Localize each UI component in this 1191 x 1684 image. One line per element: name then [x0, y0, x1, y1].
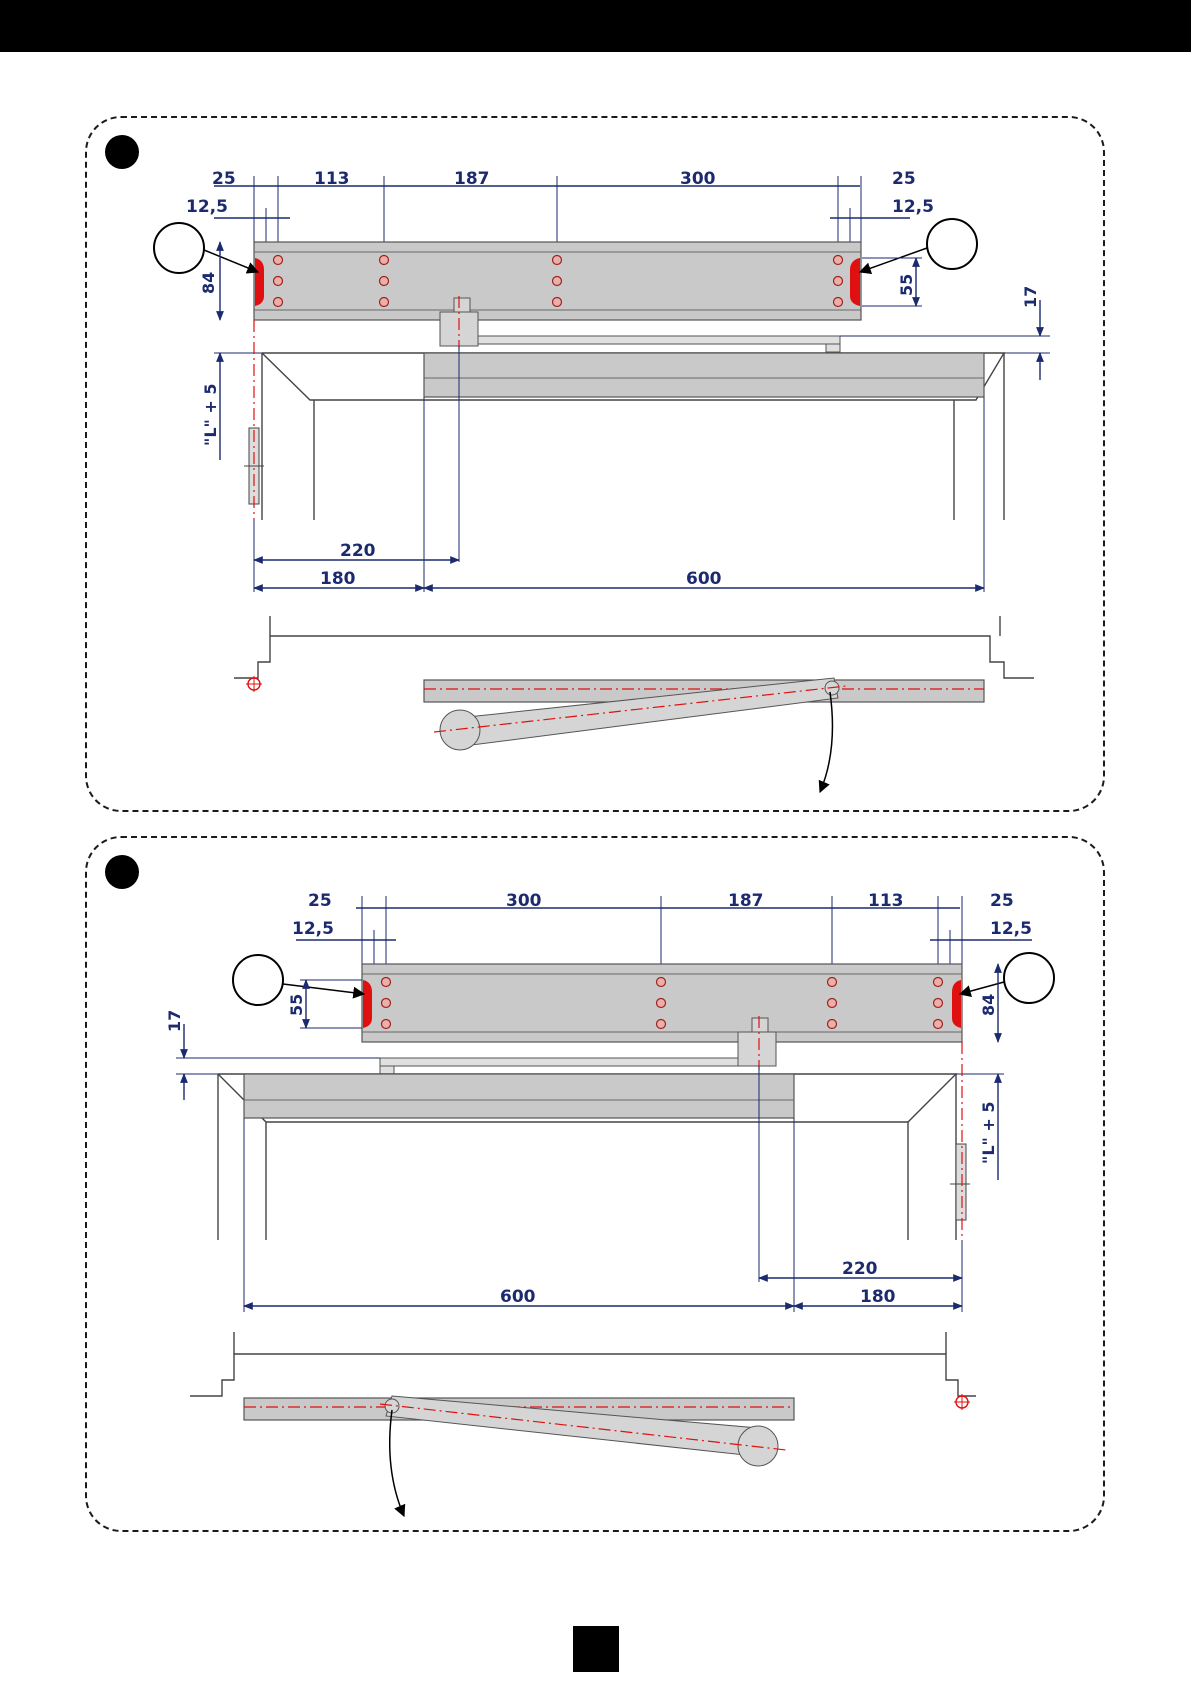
page-marker [573, 1626, 619, 1672]
end-cap-left-b [363, 980, 372, 1028]
dim-a-600: 600 [686, 569, 722, 589]
door-leaf-b [244, 1074, 794, 1118]
dim-a-3: 187 [454, 169, 490, 189]
dim-a-2: 113 [314, 169, 350, 189]
dim-b-2: 300 [506, 891, 542, 911]
dim-a-5: 25 [892, 169, 916, 189]
end-cap-left-a [255, 258, 264, 306]
dim-b-84: 84 [979, 994, 998, 1016]
door-leaf-a [424, 353, 984, 397]
dim-a-L: "L" + 5 [201, 383, 220, 446]
dim-b-600: 600 [500, 1287, 536, 1307]
end-cap-right-b [952, 980, 961, 1028]
dim-a-220: 220 [340, 541, 376, 561]
dim-a-84: 84 [199, 272, 218, 294]
dim-b-4: 113 [868, 891, 904, 911]
dim-b-17: 17 [165, 1010, 184, 1032]
dim-a-1: 25 [212, 169, 236, 189]
callout-left-a [154, 223, 204, 273]
diagram-a: 25 113 187 300 25 12,5 12,5 84 55 [105, 135, 1050, 792]
dim-b-180: 180 [860, 1287, 896, 1307]
dim-b-55: 55 [287, 994, 306, 1016]
dim-a-17: 17 [1021, 286, 1040, 308]
callout-left-b [233, 955, 283, 1005]
dim-b-5: 25 [990, 891, 1014, 911]
dim-a-6: 12,5 [186, 197, 228, 217]
diagram-b: 25 300 187 113 25 12,5 12,5 55 84 [105, 855, 1054, 1516]
step-marker-b [105, 855, 139, 889]
dim-a-7: 12,5 [892, 197, 934, 217]
callout-right-b [1004, 953, 1054, 1003]
callout-right-a [927, 219, 977, 269]
dim-b-7: 12,5 [990, 919, 1032, 939]
dim-a-180: 180 [320, 569, 356, 589]
end-cap-right-a [850, 258, 860, 306]
dim-b-L: "L" + 5 [979, 1101, 998, 1164]
step-marker-a [105, 135, 139, 169]
arm-shoe-b [738, 1032, 776, 1066]
dim-a-4: 300 [680, 169, 716, 189]
dim-b-220: 220 [842, 1259, 878, 1279]
dim-a-55: 55 [897, 274, 916, 296]
dim-b-6: 12,5 [292, 919, 334, 939]
dim-b-3: 187 [728, 891, 764, 911]
dim-b-1: 25 [308, 891, 332, 911]
